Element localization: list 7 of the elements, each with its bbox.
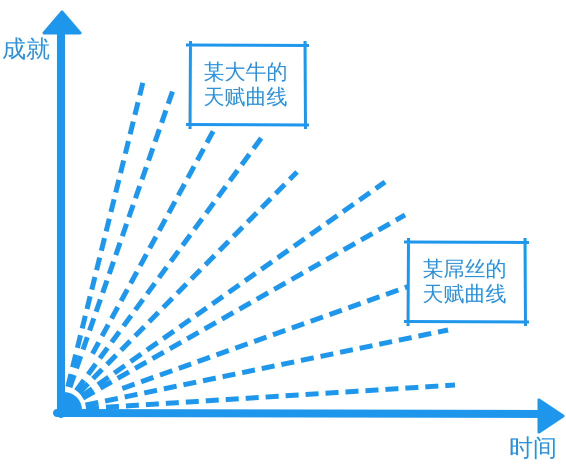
callout-box [186,41,309,129]
axis-label: 时间 [509,435,557,461]
callout-text: 某屌丝的天赋曲线 [422,257,508,307]
callout-text: 某大牛的天赋曲线 [204,60,288,110]
callout-box [404,238,529,326]
dashed-line [121,284,409,391]
axis-label: 成就 [2,36,50,62]
